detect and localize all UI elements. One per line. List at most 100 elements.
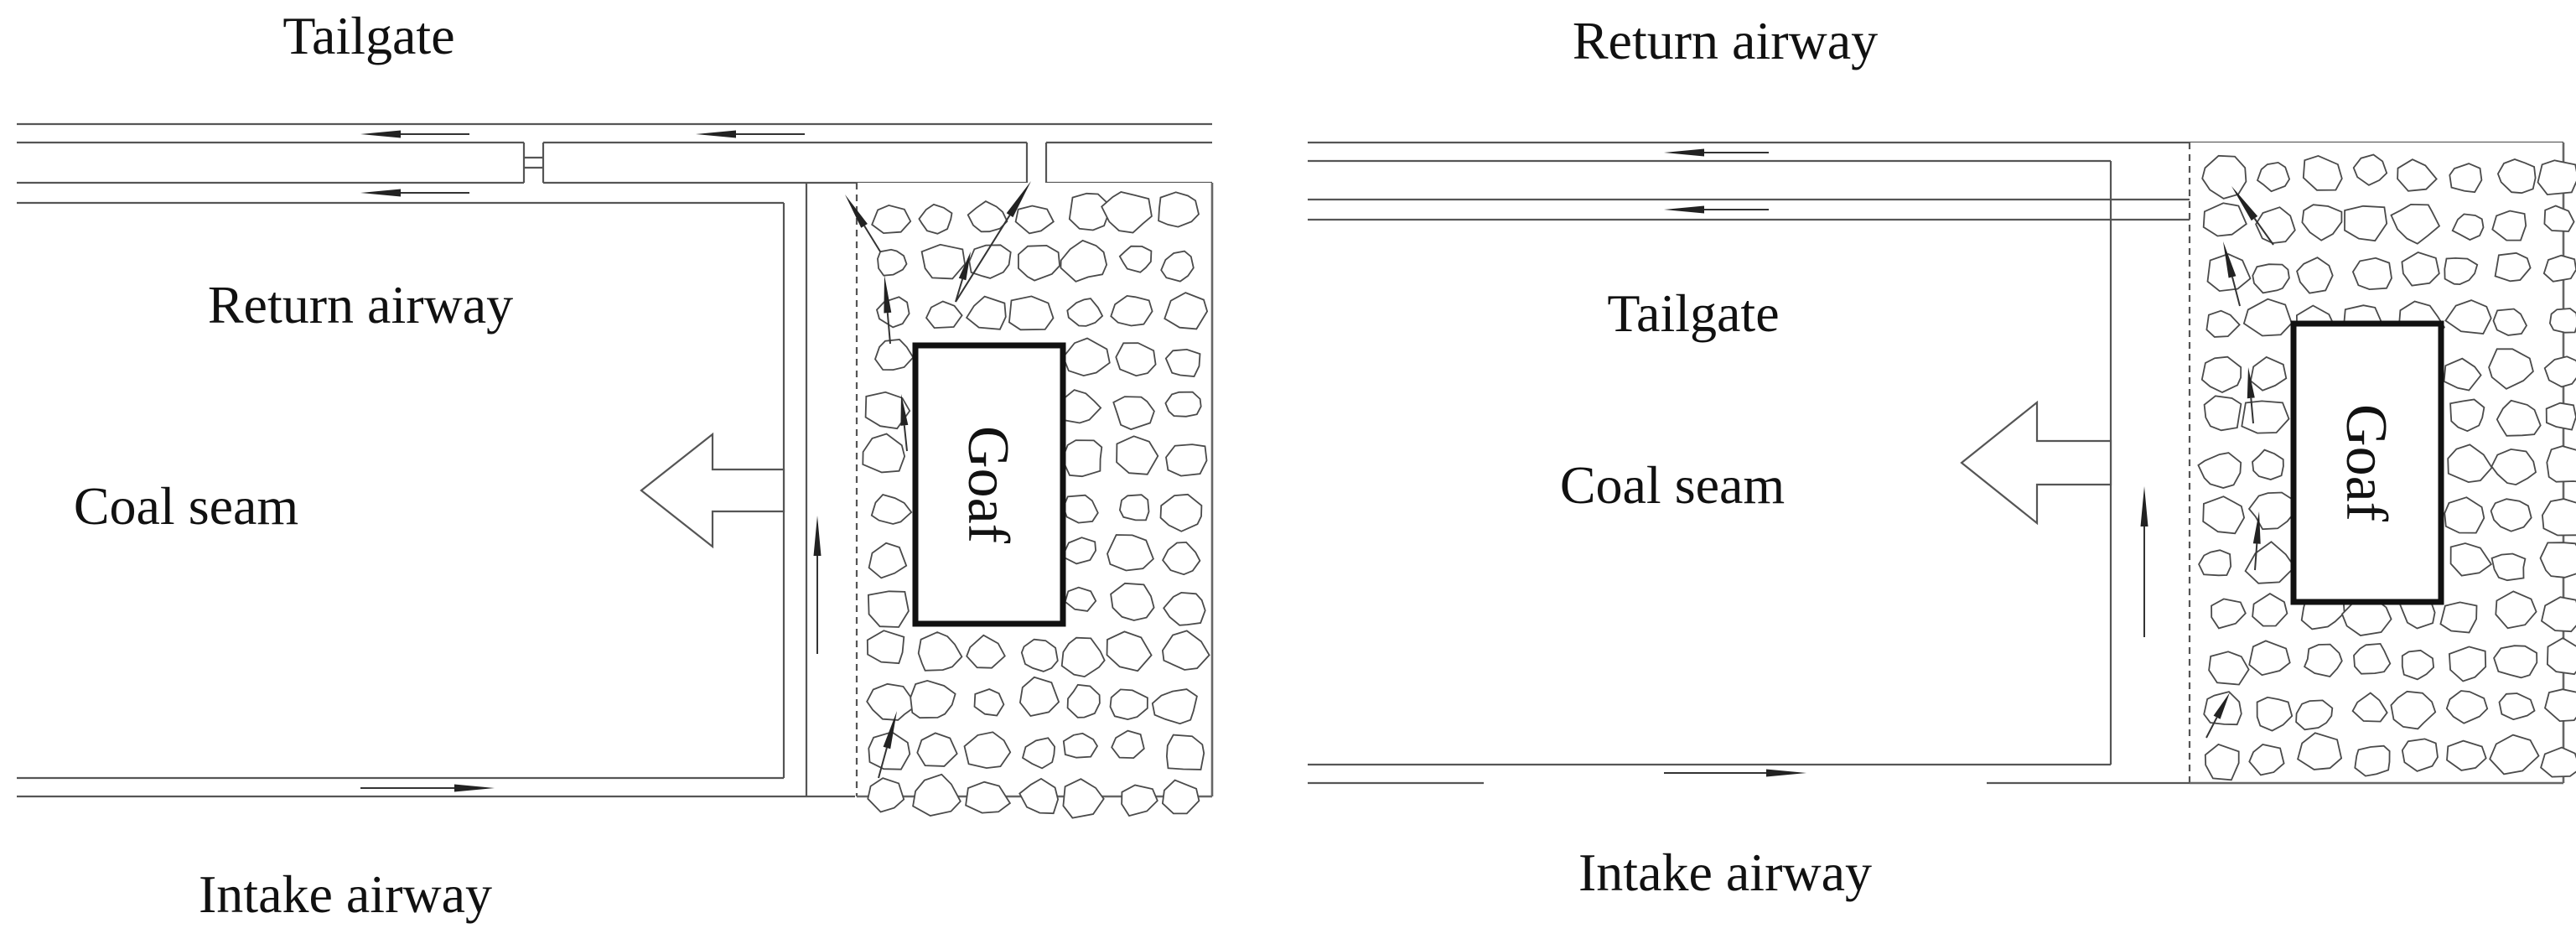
rock: [2543, 355, 2576, 388]
airflow-line: [2231, 277, 2241, 307]
airflow-line: [903, 425, 908, 452]
airflow-arrowhead: [360, 130, 401, 138]
rock: [2448, 646, 2487, 682]
rock: [2390, 690, 2437, 730]
rock: [873, 339, 915, 371]
rock: [2494, 252, 2532, 283]
airflow-arrowhead: [900, 394, 909, 426]
rock: [2490, 448, 2537, 486]
rock: [2543, 688, 2576, 723]
rock: [2302, 154, 2343, 191]
rock: [2446, 739, 2487, 771]
rock: [2256, 161, 2291, 193]
left-panel: Tailgate: [17, 6, 1214, 924]
airflow-line: [2250, 397, 2254, 424]
airflow-arrowhead: [884, 275, 892, 314]
rock: [2401, 649, 2435, 681]
rock: [1159, 493, 1203, 532]
rock: [2390, 203, 2441, 245]
left-coal-seam-label: Coal seam: [74, 476, 298, 536]
rock: [862, 433, 906, 474]
airflow-arrows: [360, 130, 2274, 792]
rock: [1018, 777, 1060, 815]
rock: [1118, 245, 1153, 273]
rock: [2540, 746, 2576, 778]
rock: [2449, 163, 2483, 194]
rock: [925, 300, 963, 329]
rock: [1112, 396, 1155, 431]
rock: [868, 731, 911, 770]
left-upper-roadway-label: Return airway: [208, 275, 513, 335]
rock: [2546, 637, 2576, 676]
right-goaf-label: Goaf: [2334, 404, 2398, 522]
airflow-arrowhead: [2223, 241, 2237, 278]
rock: [2351, 257, 2392, 291]
airflow-arrowhead: [1664, 148, 1704, 157]
left-bottom-label: Intake airway: [199, 864, 492, 924]
rock: [867, 777, 905, 813]
rock: [2244, 541, 2296, 584]
rock: [2202, 495, 2246, 535]
rock: [2401, 252, 2440, 287]
rock: [2202, 202, 2247, 237]
rock: [867, 590, 910, 628]
rock: [912, 773, 961, 817]
right-upper-roadway-label: Tailgate: [1607, 283, 1779, 343]
rock: [2241, 400, 2290, 434]
rock: [910, 679, 956, 719]
rock: [965, 781, 1012, 814]
rock: [866, 630, 905, 665]
rock: [2198, 549, 2232, 577]
rock: [2498, 692, 2536, 721]
rock: [2447, 443, 2493, 484]
rock: [2542, 254, 2576, 283]
rock: [2491, 210, 2527, 241]
airflow-arrowhead: [845, 195, 868, 228]
rock: [1110, 294, 1153, 327]
left-top-label: Tailgate: [282, 6, 454, 65]
airflow-line: [2253, 217, 2274, 246]
rock: [1018, 244, 1061, 282]
rock: [2488, 348, 2534, 390]
rock: [2449, 542, 2493, 577]
rock: [2537, 159, 2576, 196]
rock: [2256, 696, 2294, 732]
rock: [1116, 435, 1159, 475]
rock: [2451, 213, 2485, 241]
rock: [920, 243, 967, 280]
left-advance-arrow: [640, 432, 785, 549]
airflow-line: [955, 215, 1011, 303]
airflow-arrowhead: [454, 784, 495, 792]
airflow-arrowhead: [1664, 205, 1704, 214]
rock: [963, 731, 1012, 770]
rock: [1115, 342, 1157, 377]
rock: [1164, 391, 1202, 418]
rock: [2496, 158, 2537, 195]
rock: [2242, 298, 2293, 337]
rock: [864, 391, 911, 430]
rock: [965, 295, 1007, 330]
airflow-arrowhead: [2213, 692, 2230, 719]
rock: [2444, 257, 2479, 286]
rock: [2352, 153, 2388, 186]
rock: [967, 200, 1008, 233]
rock: [918, 203, 953, 235]
rock: [1064, 586, 1097, 612]
airflow-arrowhead: [883, 711, 897, 749]
rock: [2211, 598, 2247, 630]
airflow-arrowhead: [1766, 769, 1806, 777]
airflow-line: [878, 747, 888, 779]
rock: [968, 244, 1012, 279]
airflow-line: [955, 278, 964, 303]
rock: [1121, 784, 1158, 817]
rock: [871, 204, 912, 235]
rock: [973, 688, 1005, 717]
rock: [2252, 449, 2284, 480]
rock: [2449, 398, 2485, 433]
rock: [2201, 154, 2247, 200]
rock: [2443, 357, 2482, 392]
right-top-label: Return airway: [1573, 11, 1878, 70]
rock: [1109, 688, 1148, 721]
rock: [2444, 496, 2485, 534]
rock: [2203, 395, 2242, 432]
